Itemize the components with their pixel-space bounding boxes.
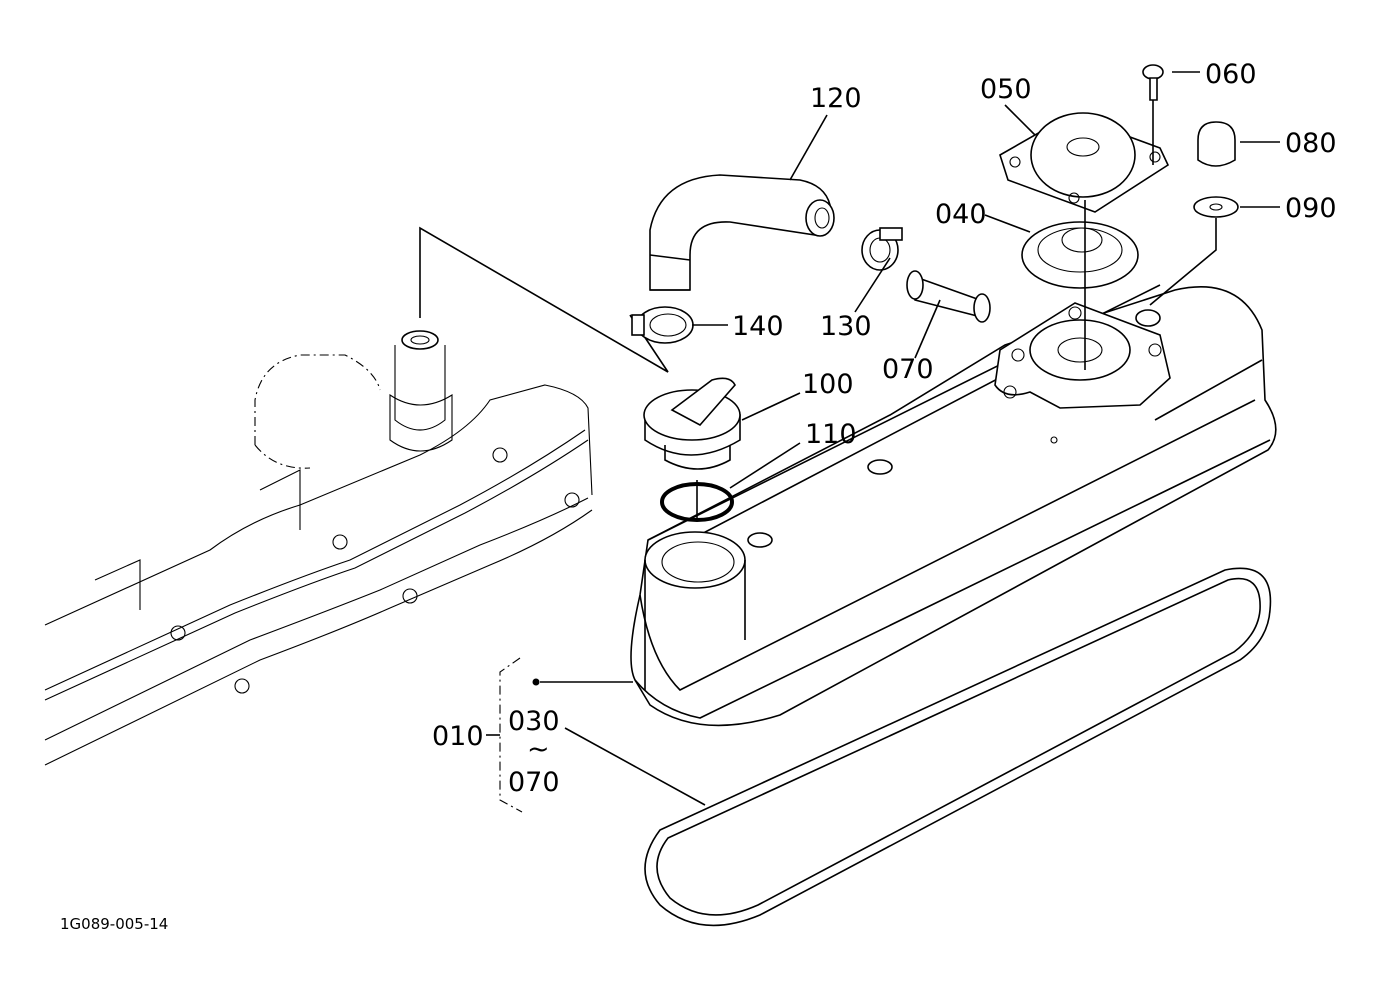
callout-range-tilde: ~ (527, 734, 550, 765)
callout-060: 060 (1205, 59, 1257, 90)
callout-130: 130 (820, 311, 872, 342)
breather-cover (999, 112, 1170, 213)
washer (1193, 196, 1239, 218)
callout-040: 040 (935, 199, 987, 230)
callout-120: 120 (810, 83, 862, 114)
callout-070: 070 (882, 354, 934, 385)
cover-gasket (644, 567, 1272, 927)
projection-line (419, 226, 669, 373)
callout-100: 100 (802, 369, 854, 400)
callout-070-range: 070 (508, 767, 560, 798)
drawing-code: 1G089-005-14 (60, 915, 168, 933)
callout-030: 030 (508, 706, 560, 737)
screw (1142, 64, 1164, 101)
leader-lines (486, 71, 1280, 806)
callout-090: 090 (1285, 193, 1337, 224)
callout-140: 140 (732, 311, 784, 342)
callout-010: 010 (432, 721, 484, 752)
clamp-140 (631, 306, 694, 344)
diaphragm (1021, 221, 1139, 289)
head-cover (630, 284, 1277, 727)
clamp-130 (861, 227, 903, 271)
callout-110: 110 (805, 419, 857, 450)
engine-head-outline (44, 330, 593, 766)
callout-050: 050 (980, 74, 1032, 105)
pipe-070 (906, 270, 991, 323)
oil-filler-cap (643, 377, 741, 470)
callout-080: 080 (1285, 128, 1337, 159)
breather-pipe (649, 174, 835, 291)
cap-nut (1197, 121, 1236, 167)
